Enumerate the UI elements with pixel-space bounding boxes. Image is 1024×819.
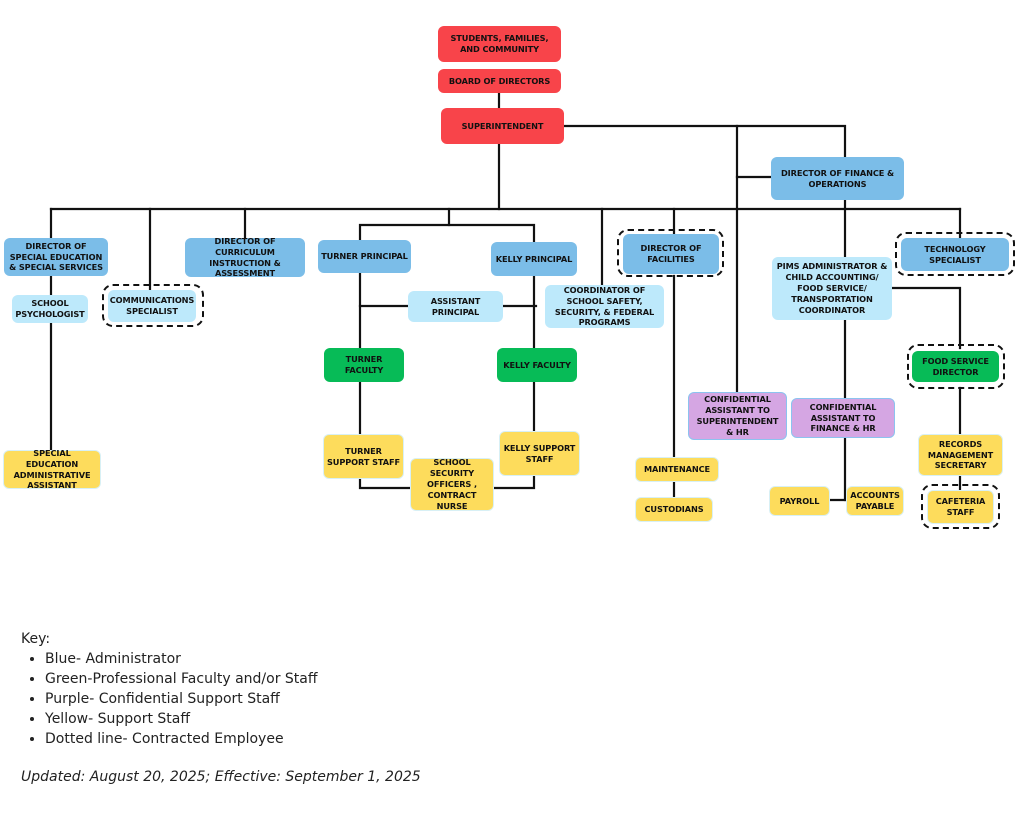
connector-turner-security bbox=[358, 477, 412, 490]
contract-outline-food-service bbox=[907, 344, 1005, 389]
node-food-service-director-label: FOOD SERVICE DIRECTOR bbox=[922, 355, 989, 377]
node-custodians-label: CUSTODIANS bbox=[644, 504, 704, 515]
node-community: STUDENTS, FAMILIES, AND COMMUNITY bbox=[438, 26, 561, 62]
node-facilities-director: DIRECTOR OF FACILITIES bbox=[623, 234, 719, 274]
node-sped-director-label: DIRECTOR OF SPECIAL EDUCATION & SPECIAL … bbox=[9, 240, 103, 273]
node-records-secretary: RECORDS MANAGEMENT SECRETARY bbox=[918, 434, 1003, 476]
node-food-service-director: FOOD SERVICE DIRECTOR bbox=[912, 351, 999, 382]
legend-item: Dotted line- Contracted Employee bbox=[45, 729, 318, 749]
node-communications-specialist-label: COMMUNICATIONS SPECIALIST bbox=[109, 295, 195, 316]
node-conf-asst-superintendent: CONFIDENTIAL ASSISTANT TO SUPERINTENDENT… bbox=[688, 392, 787, 440]
node-accounts-payable: ACCOUNTS PAYABLE bbox=[846, 486, 904, 516]
connector-payroll bbox=[828, 435, 847, 502]
connector-principals bbox=[358, 223, 536, 245]
node-kelly-principal: KELLY PRINCIPAL bbox=[491, 242, 577, 276]
node-community-label: STUDENTS, FAMILIES, AND COMMUNITY bbox=[450, 33, 549, 54]
node-cafeteria-staff: CAFETERIA STAFF bbox=[927, 490, 994, 524]
node-turner-faculty-label: TURNER FACULTY bbox=[344, 354, 384, 375]
node-pims-admin: PIMS ADMINISTRATOR & CHILD ACCOUNTING/ F… bbox=[772, 257, 892, 320]
node-sped-director: DIRECTOR OF SPECIAL EDUCATION & SPECIAL … bbox=[4, 238, 108, 276]
node-conf-asst-finance: CONFIDENTIAL ASSISTANT TO FINANCE & HR bbox=[791, 398, 895, 438]
node-board: BOARD OF DIRECTORS bbox=[438, 69, 561, 93]
node-payroll: PAYROLL bbox=[769, 486, 830, 516]
node-facilities-director-label: DIRECTOR OF FACILITIES bbox=[640, 243, 702, 264]
legend-title: Key: bbox=[21, 631, 51, 647]
node-turner-principal: TURNER PRINCIPAL bbox=[318, 240, 411, 273]
node-curriculum-director-label: DIRECTOR OF CURRICULUM INSTRUCTION & ASS… bbox=[209, 235, 281, 279]
node-cafeteria-staff-label: CAFETERIA STAFF bbox=[935, 496, 986, 517]
node-sped-admin-assistant: SPECIAL EDUCATION ADMINISTRATIVE ASSISTA… bbox=[3, 447, 101, 491]
node-conf-asst-finance-label: CONFIDENTIAL ASSISTANT TO FINANCE & HR bbox=[809, 401, 877, 434]
node-communications-specialist: COMMUNICATIONS SPECIALIST bbox=[108, 290, 196, 322]
node-kelly-principal-label: KELLY PRINCIPAL bbox=[495, 253, 573, 264]
legend-list: Blue- Administrator Green-Professional F… bbox=[21, 649, 318, 749]
node-curriculum-director: DIRECTOR OF CURRICULUM INSTRUCTION & ASS… bbox=[185, 235, 305, 279]
node-turner-support: TURNER SUPPORT STAFF bbox=[323, 434, 404, 479]
node-school-psychologist: SCHOOL PSYCHOLOGIST bbox=[12, 295, 88, 323]
node-assistant-principal-label: ASSISTANT PRINCIPAL bbox=[430, 295, 481, 317]
node-security-nurse-label: SCHOOL SECURITY OFFICERS , CONTRACT NURS… bbox=[427, 457, 477, 511]
node-board-label: BOARD OF DIRECTORS bbox=[448, 75, 551, 86]
node-accounts-payable-label: ACCOUNTS PAYABLE bbox=[850, 490, 900, 511]
connector-kelly-security bbox=[491, 473, 536, 490]
node-finance-director-label: DIRECTOR OF FINANCE & OPERATIONS bbox=[780, 167, 895, 189]
connector-food-service bbox=[889, 286, 962, 350]
node-sped-admin-assistant-label: SPECIAL EDUCATION ADMINISTRATIVE ASSISTA… bbox=[13, 447, 91, 491]
node-payroll-label: PAYROLL bbox=[779, 495, 820, 506]
node-assistant-principal: ASSISTANT PRINCIPAL bbox=[408, 291, 503, 322]
node-safety-coordinator-label: COORDINATOR OF SCHOOL SAFETY, SECURITY, … bbox=[554, 284, 655, 328]
legend-item: Purple- Confidential Support Staff bbox=[45, 689, 318, 709]
contract-outline-communications bbox=[102, 284, 204, 327]
node-maintenance-label: MAINTENANCE bbox=[643, 464, 711, 475]
contract-outline-technology bbox=[895, 232, 1015, 276]
node-kelly-support: KELLY SUPPORT STAFF bbox=[499, 431, 580, 476]
node-turner-support-label: TURNER SUPPORT STAFF bbox=[327, 445, 400, 467]
node-school-psychologist-label: SCHOOL PSYCHOLOGIST bbox=[15, 298, 85, 319]
node-maintenance: MAINTENANCE bbox=[635, 457, 719, 482]
node-pims-admin-label: PIMS ADMINISTRATOR & CHILD ACCOUNTING/ F… bbox=[776, 261, 888, 315]
node-turner-principal-label: TURNER PRINCIPAL bbox=[321, 251, 408, 262]
node-security-nurse: SCHOOL SECURITY OFFICERS , CONTRACT NURS… bbox=[410, 457, 494, 511]
node-turner-faculty: TURNER FACULTY bbox=[324, 348, 404, 382]
node-conf-asst-superintendent-label: CONFIDENTIAL ASSISTANT TO SUPERINTENDENT… bbox=[696, 394, 779, 437]
contract-outline-cafeteria bbox=[921, 484, 1000, 529]
node-kelly-support-label: KELLY SUPPORT STAFF bbox=[503, 442, 576, 464]
node-technology-specialist-label: TECHNOLOGY SPECIALIST bbox=[924, 243, 986, 265]
legend-key: Key: Blue- Administrator Green-Professio… bbox=[21, 631, 318, 749]
node-kelly-faculty: KELLY FACULTY bbox=[497, 348, 577, 382]
connector-superintendent-finance bbox=[561, 124, 847, 159]
node-safety-coordinator: COORDINATOR OF SCHOOL SAFETY, SECURITY, … bbox=[545, 285, 664, 328]
legend-item: Yellow- Support Staff bbox=[45, 709, 318, 729]
node-custodians: CUSTODIANS bbox=[635, 497, 713, 522]
updated-note: Updated: August 20, 2025; Effective: Sep… bbox=[21, 769, 421, 785]
node-finance-director: DIRECTOR OF FINANCE & OPERATIONS bbox=[771, 157, 904, 200]
node-superintendent: SUPERINTENDENT bbox=[441, 108, 564, 144]
contract-outline-facilities bbox=[617, 229, 724, 277]
legend-item: Blue- Administrator bbox=[45, 649, 318, 669]
node-superintendent-label: SUPERINTENDENT bbox=[461, 120, 544, 131]
legend-item: Green-Professional Faculty and/or Staff bbox=[45, 669, 318, 689]
node-records-secretary-label: RECORDS MANAGEMENT SECRETARY bbox=[927, 438, 994, 471]
node-kelly-faculty-label: KELLY FACULTY bbox=[503, 359, 571, 370]
node-technology-specialist: TECHNOLOGY SPECIALIST bbox=[901, 238, 1009, 271]
